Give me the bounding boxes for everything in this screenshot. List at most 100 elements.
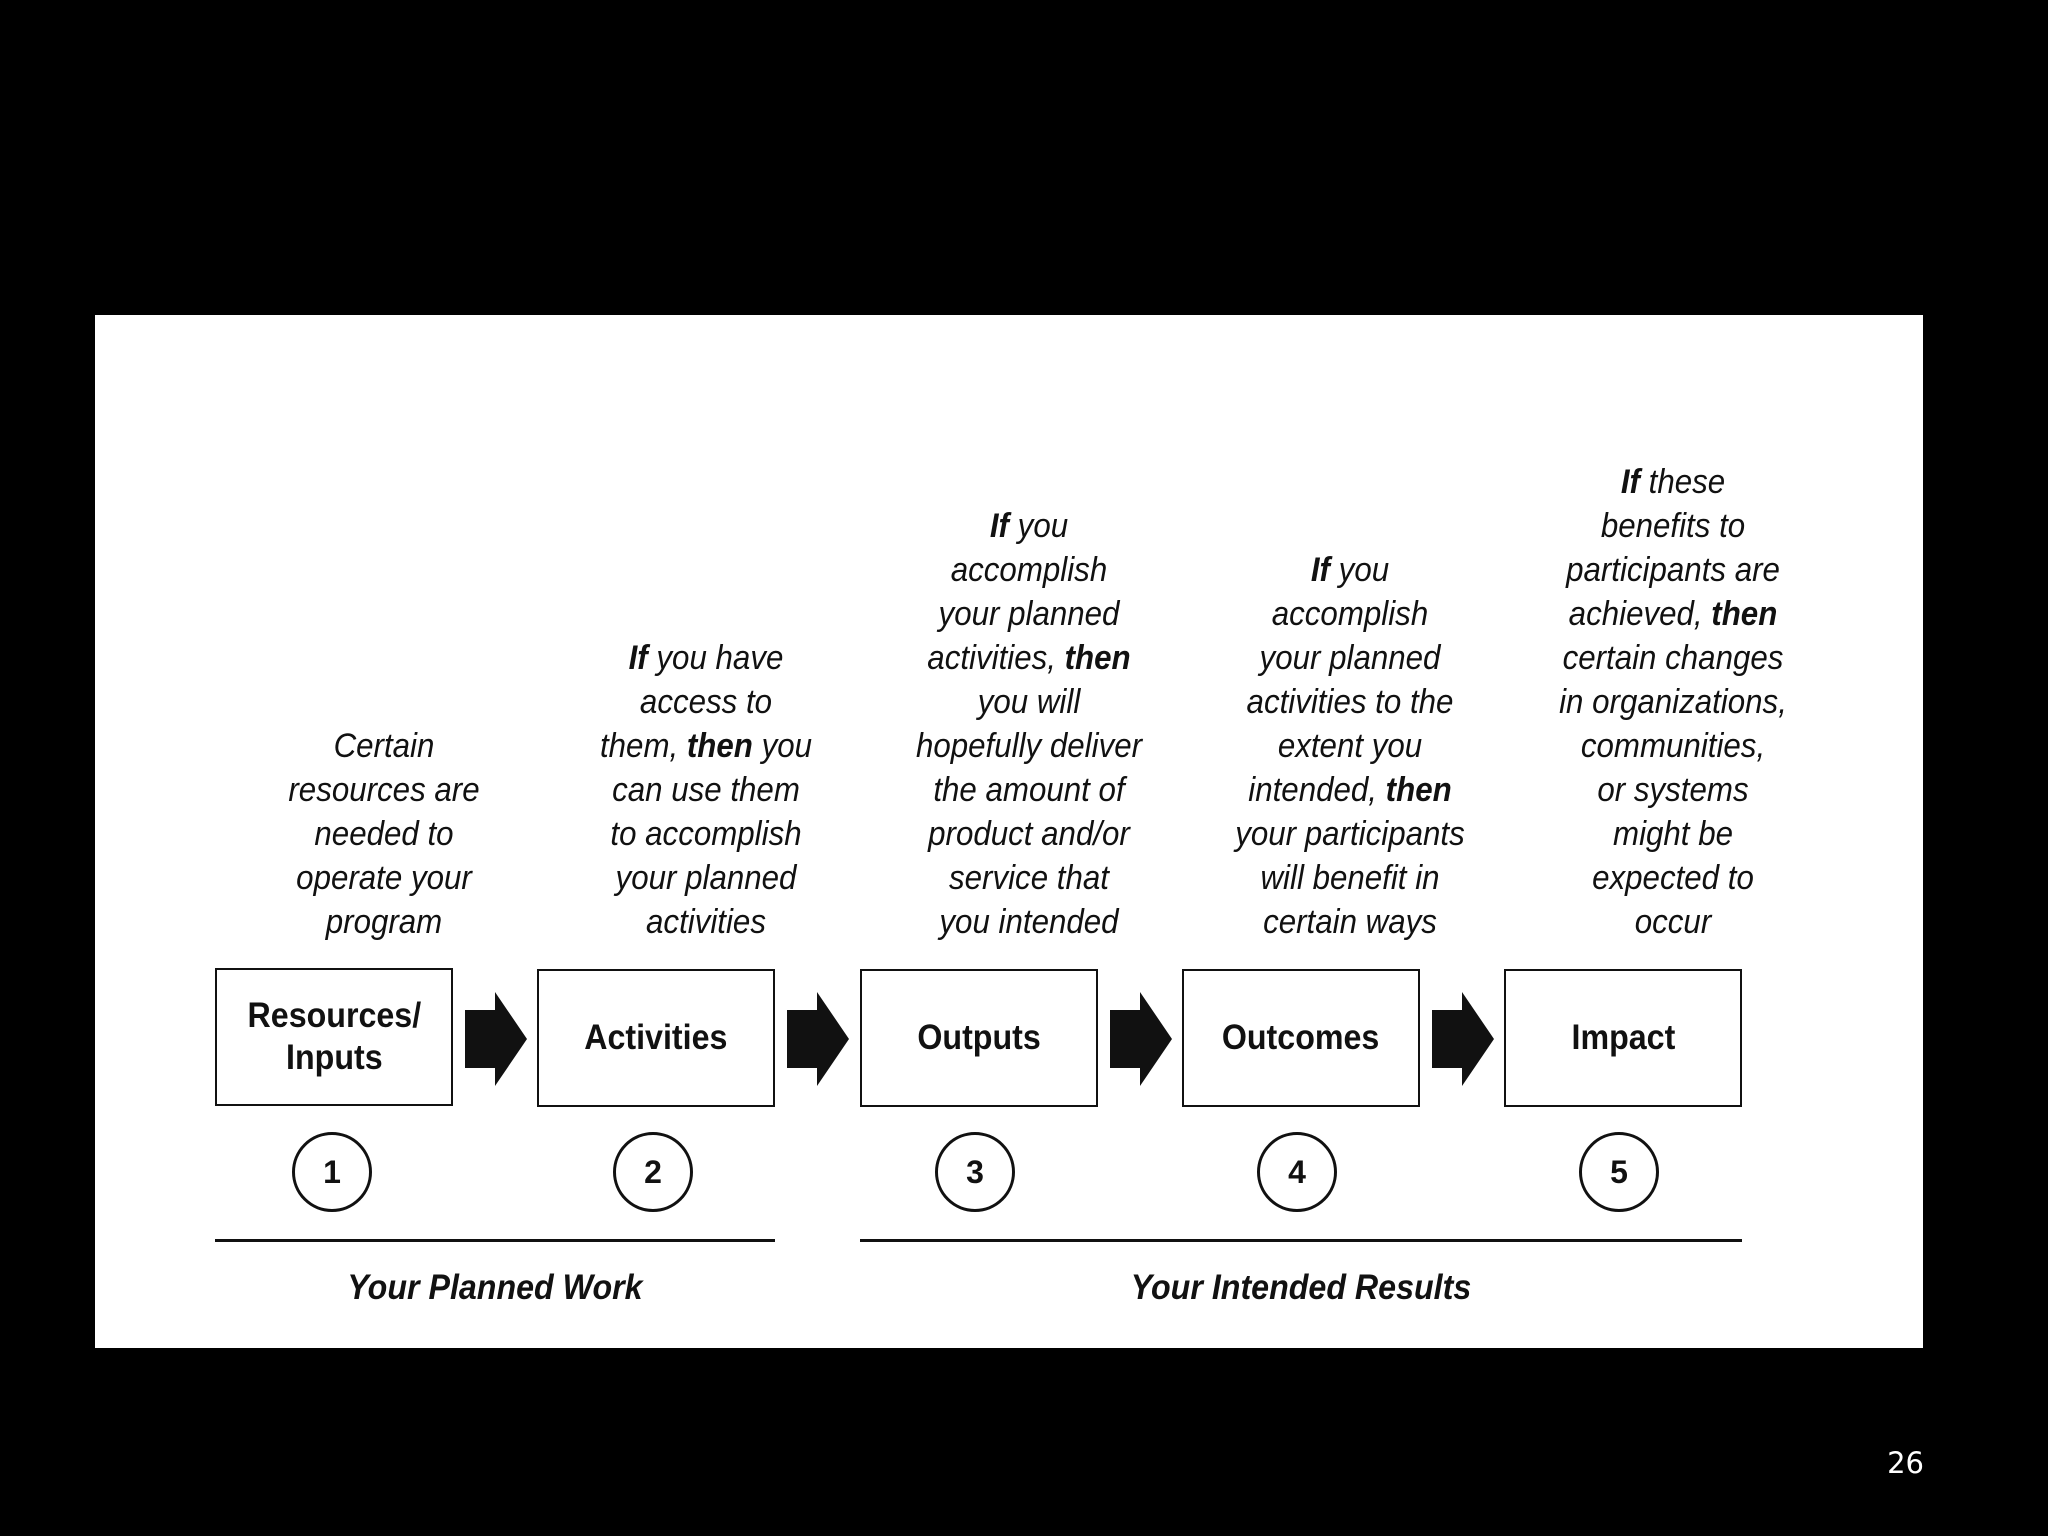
- description-line: communities,: [1540, 724, 1807, 768]
- text-run: activities to the: [1246, 683, 1454, 721]
- emphasis-word: If: [628, 639, 648, 677]
- description-line: your participants: [1217, 812, 1484, 856]
- description-line: product and/or: [896, 812, 1163, 856]
- description-line: your planned: [573, 856, 840, 900]
- arrow-right-icon: [465, 992, 527, 1086]
- description-line: or systems: [1540, 768, 1807, 812]
- text-run: you: [1329, 551, 1390, 589]
- description-line: your planned: [1217, 636, 1484, 680]
- text-run: you intended: [939, 903, 1119, 941]
- text-run: your planned: [1259, 639, 1441, 677]
- description-line: activities: [573, 900, 840, 944]
- emphasis-word: then: [1385, 771, 1452, 809]
- step-box-outputs: Outputs: [860, 969, 1098, 1107]
- description-line: your planned: [896, 592, 1163, 636]
- text-run: you: [1008, 507, 1069, 545]
- text-run: them,: [599, 727, 687, 765]
- text-run: program: [325, 903, 443, 941]
- text-run: accomplish: [950, 551, 1108, 589]
- text-run: you will: [977, 683, 1081, 721]
- description-line: you intended: [896, 900, 1163, 944]
- step-4-label: Outcomes: [1222, 1018, 1380, 1057]
- step-3-label: Outputs: [917, 1018, 1041, 1057]
- emphasis-word: If: [989, 507, 1009, 545]
- description-line: to accomplish: [573, 812, 840, 856]
- description-line: you will: [896, 680, 1163, 724]
- step-4-number: 4: [1257, 1132, 1337, 1212]
- text-run: hopefully deliver: [915, 727, 1143, 765]
- description-line: If you: [1217, 548, 1484, 592]
- description-line: can use them: [573, 768, 840, 812]
- text-run: you have: [647, 639, 784, 677]
- description-line: benefits to: [1540, 504, 1807, 548]
- description-line: might be: [1540, 812, 1807, 856]
- description-line: resources are: [251, 768, 518, 812]
- description-line: participants are: [1540, 548, 1807, 592]
- arrow-right-icon: [787, 992, 849, 1086]
- step-2-label: Activities: [584, 1018, 728, 1057]
- text-run: accomplish: [1271, 595, 1429, 633]
- description-line: intended, then: [1217, 768, 1484, 812]
- description-line: If you: [896, 504, 1163, 548]
- step-box-resources-inputs: Resources/ Inputs: [215, 968, 453, 1106]
- text-run: or systems: [1597, 771, 1749, 809]
- text-run: benefits to: [1600, 507, 1746, 545]
- description-line: extent you: [1217, 724, 1484, 768]
- intended-results-label: Your Intended Results: [1130, 1268, 1472, 1307]
- text-run: Certain: [333, 727, 435, 765]
- description-line: the amount of: [896, 768, 1163, 812]
- text-run: to accomplish: [610, 815, 802, 853]
- text-run: might be: [1613, 815, 1733, 853]
- text-run: communities,: [1580, 727, 1766, 765]
- description-line: certain ways: [1217, 900, 1484, 944]
- description-line: activities to the: [1217, 680, 1484, 724]
- text-run: the amount of: [933, 771, 1125, 809]
- description-line: in organizations,: [1540, 680, 1807, 724]
- text-run: resources are: [288, 771, 480, 809]
- description-line: operate your: [251, 856, 518, 900]
- text-run: operate your: [296, 859, 472, 897]
- text-run: you: [752, 727, 813, 765]
- description-line: If these: [1540, 460, 1807, 504]
- emphasis-word: then: [1711, 595, 1778, 633]
- text-run: your planned: [938, 595, 1120, 633]
- text-run: can use them: [612, 771, 800, 809]
- description-line: accomplish: [896, 548, 1163, 592]
- description-line: access to: [573, 680, 840, 724]
- text-run: your planned: [615, 859, 797, 897]
- emphasis-word: If: [1620, 463, 1640, 501]
- step-box-outcomes: Outcomes: [1182, 969, 1420, 1107]
- step-box-impact: Impact: [1504, 969, 1742, 1107]
- arrow-right-icon: [1110, 992, 1172, 1086]
- emphasis-word: then: [1064, 639, 1131, 677]
- text-run: in organizations,: [1559, 683, 1787, 721]
- step-1-number: 1: [292, 1132, 372, 1212]
- text-run: access to: [639, 683, 773, 721]
- step-5-label: Impact: [1571, 1018, 1675, 1057]
- step-5-number: 5: [1579, 1132, 1659, 1212]
- text-run: achieved,: [1568, 595, 1712, 633]
- description-line: service that: [896, 856, 1163, 900]
- description-line: occur: [1540, 900, 1807, 944]
- arrow-right-icon: [1432, 992, 1494, 1086]
- description-line: accomplish: [1217, 592, 1484, 636]
- step-3-number: 3: [935, 1132, 1015, 1212]
- description-line: will benefit in: [1217, 856, 1484, 900]
- text-run: activities,: [927, 639, 1065, 677]
- description-line: needed to: [251, 812, 518, 856]
- emphasis-word: If: [1310, 551, 1330, 589]
- intended-results-divider: [860, 1239, 1742, 1242]
- step-1-label: Resources/ Inputs: [247, 996, 421, 1077]
- description-line: hopefully deliver: [896, 724, 1163, 768]
- description-line: program: [251, 900, 518, 944]
- planned-work-label: Your Planned Work: [347, 1268, 643, 1307]
- description-line: activities, then: [896, 636, 1163, 680]
- planned-work-divider: [215, 1239, 775, 1242]
- text-run: certain ways: [1263, 903, 1437, 941]
- text-run: service that: [949, 859, 1109, 897]
